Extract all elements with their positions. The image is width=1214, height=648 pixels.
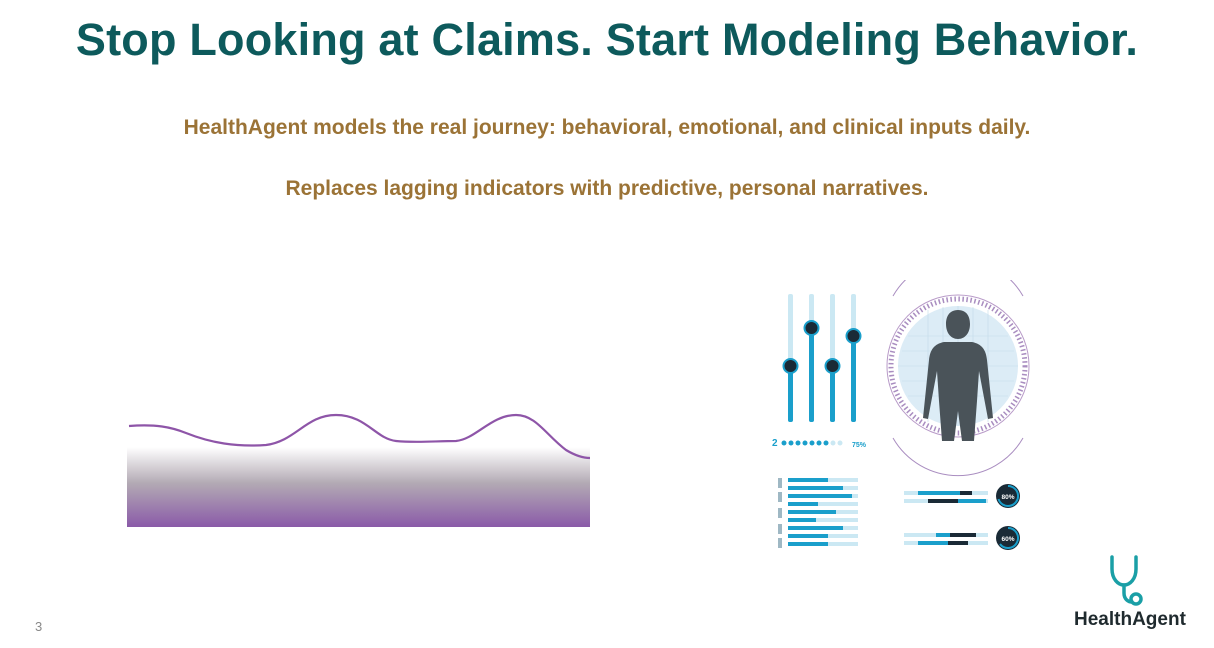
slider-knob (845, 328, 862, 344)
body-figure-panel (886, 280, 1030, 477)
hydration-row: 2 75% (772, 438, 867, 449)
slider-knob (824, 358, 841, 374)
gauge-1-label: 80% (1001, 494, 1014, 501)
brand-name: HealthAgent (1074, 609, 1186, 630)
slide-subtitle-2: Replaces lagging indicators with predict… (285, 177, 929, 200)
human-body-icon (923, 310, 993, 441)
slider-knob (782, 358, 799, 374)
horizontal-bars-list (778, 478, 858, 548)
hydration-count: 2 (772, 438, 778, 449)
gauge-circle (996, 526, 1020, 550)
health-infographic: 2 75% (772, 280, 1030, 550)
gauge-2-label: 60% (1001, 536, 1014, 543)
behavior-wave-graphic (127, 413, 591, 527)
page-number: 3 (35, 619, 43, 634)
gauge-row-2: 60% (904, 526, 1020, 550)
water-drop-icon (781, 440, 829, 446)
gauge-circle (996, 484, 1020, 508)
gauge-row-1: 80% (904, 484, 1020, 508)
vertical-sliders (782, 294, 862, 422)
hydration-percent: 75% (852, 442, 867, 449)
wave-line (128, 413, 591, 460)
slide-title: Stop Looking at Claims. Start Modeling B… (75, 14, 1139, 65)
stethoscope-icon (1110, 555, 1143, 606)
slide-subtitle-1: HealthAgent models the real journey: beh… (183, 116, 1031, 139)
slider-knob (803, 320, 820, 336)
